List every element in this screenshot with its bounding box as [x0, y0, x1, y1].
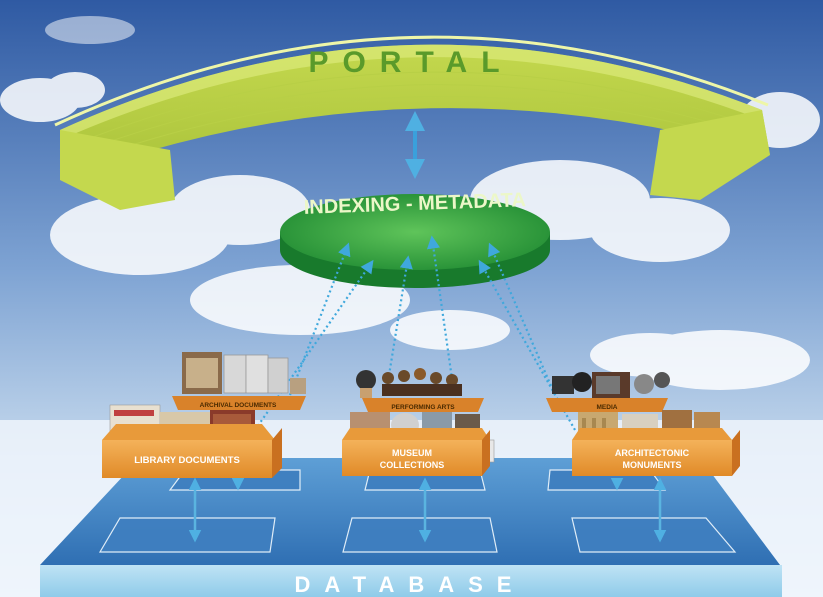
collection-museum-collections: MUSEUM COLLECTIONS — [342, 412, 495, 476]
clouds — [0, 16, 820, 390]
database-platform: DATABASE — [40, 458, 782, 597]
metadata-flow-arrows — [254, 235, 576, 431]
archival-documents-label: ARCHIVAL DOCUMENTS — [200, 402, 277, 409]
library-documents-label: LIBRARY DOCUMENTS — [134, 455, 240, 466]
portal-label: PORTAL — [308, 46, 513, 79]
museum-collections-label-line2: COLLECTIONS — [380, 460, 445, 470]
database-link-arrows — [188, 477, 667, 543]
database-label: DATABASE — [295, 572, 526, 597]
performing-arts-label: PERFORMING ARTS — [391, 404, 455, 411]
indexing-metadata-disk: INDEXING - METADATA — [280, 189, 550, 288]
collection-library-documents: LIBRARY DOCUMENTS — [102, 404, 282, 478]
collection-performing-arts: PERFORMING ARTS — [356, 368, 484, 412]
media-label: MEDIA — [597, 404, 618, 411]
collection-architectonic-monuments: ARCHITECTONIC MONUMENTS — [572, 410, 740, 476]
architectonic-monuments-label-line2: MONUMENTS — [623, 460, 682, 470]
collection-archival-documents: ARCHIVAL DOCUMENTS — [172, 352, 306, 410]
collection-media: MEDIA — [546, 372, 670, 412]
museum-collections-label-line1: MUSEUM — [392, 448, 432, 458]
architectonic-monuments-label-line1: ARCHITECTONIC — [615, 448, 690, 458]
portal-layer: PORTAL — [54, 35, 770, 210]
